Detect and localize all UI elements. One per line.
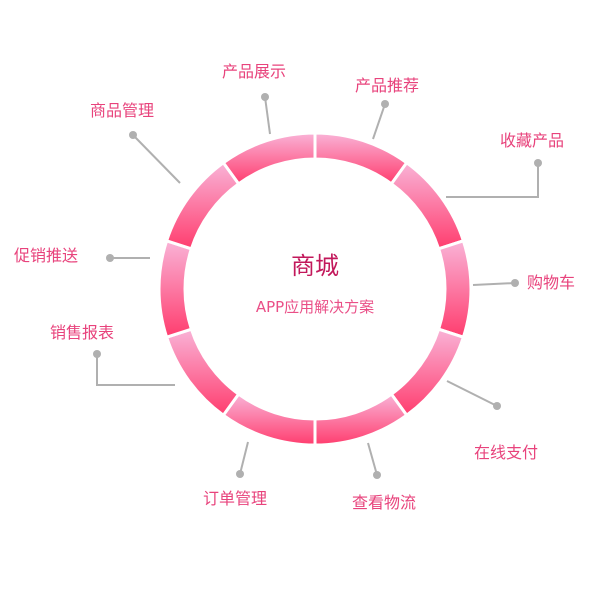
ring-segment: [436, 238, 473, 340]
connector-dot: [93, 350, 101, 358]
module-label-product-recommend: 产品推荐: [355, 76, 420, 95]
module-label-logistics: 查看物流: [352, 493, 417, 512]
connector-line: [264, 96, 271, 135]
connector-dot: [236, 470, 244, 478]
ring-segment: [313, 131, 409, 186]
center-subtitle: APP应用解决方案: [255, 298, 375, 316]
module-label-order-management: 订单管理: [203, 489, 268, 508]
connector-dot: [493, 402, 501, 410]
connector-line: [446, 380, 498, 407]
connector-dot: [534, 159, 542, 167]
connector-dot: [106, 254, 114, 262]
ring-segments: [157, 131, 473, 447]
connector-dot: [373, 471, 381, 479]
module-label-online-payment: 在线支付: [474, 443, 539, 462]
connector-line: [367, 442, 378, 476]
ring-segment: [389, 327, 466, 418]
connector-line: [96, 354, 175, 386]
ring-segment: [157, 238, 194, 340]
connector-line: [239, 441, 249, 475]
connector-dot: [129, 131, 137, 139]
connector-lines: [93, 93, 542, 479]
connector-dot: [381, 100, 389, 108]
connector-line: [132, 134, 181, 184]
ring-segment: [164, 327, 241, 418]
connector-line: [372, 103, 386, 140]
module-label-sales-report: 销售报表: [50, 323, 115, 342]
connector-dot: [261, 93, 269, 101]
ring-segment: [221, 131, 317, 186]
module-label-goods-management: 商品管理: [90, 101, 155, 120]
connector-line: [472, 282, 516, 286]
ring-segment: [313, 392, 409, 447]
ring-segment: [389, 160, 466, 251]
connector-line: [446, 163, 539, 198]
center-title: 商城: [291, 252, 339, 280]
module-label-promotion-push: 促销推送: [14, 246, 79, 265]
module-label-favorites: 收藏产品: [500, 131, 565, 150]
ring-segment: [164, 160, 241, 251]
module-label-product-display: 产品展示: [222, 62, 287, 81]
module-label-cart: 购物车: [527, 273, 576, 292]
connector-dot: [511, 279, 519, 287]
ring-segment: [221, 392, 317, 447]
